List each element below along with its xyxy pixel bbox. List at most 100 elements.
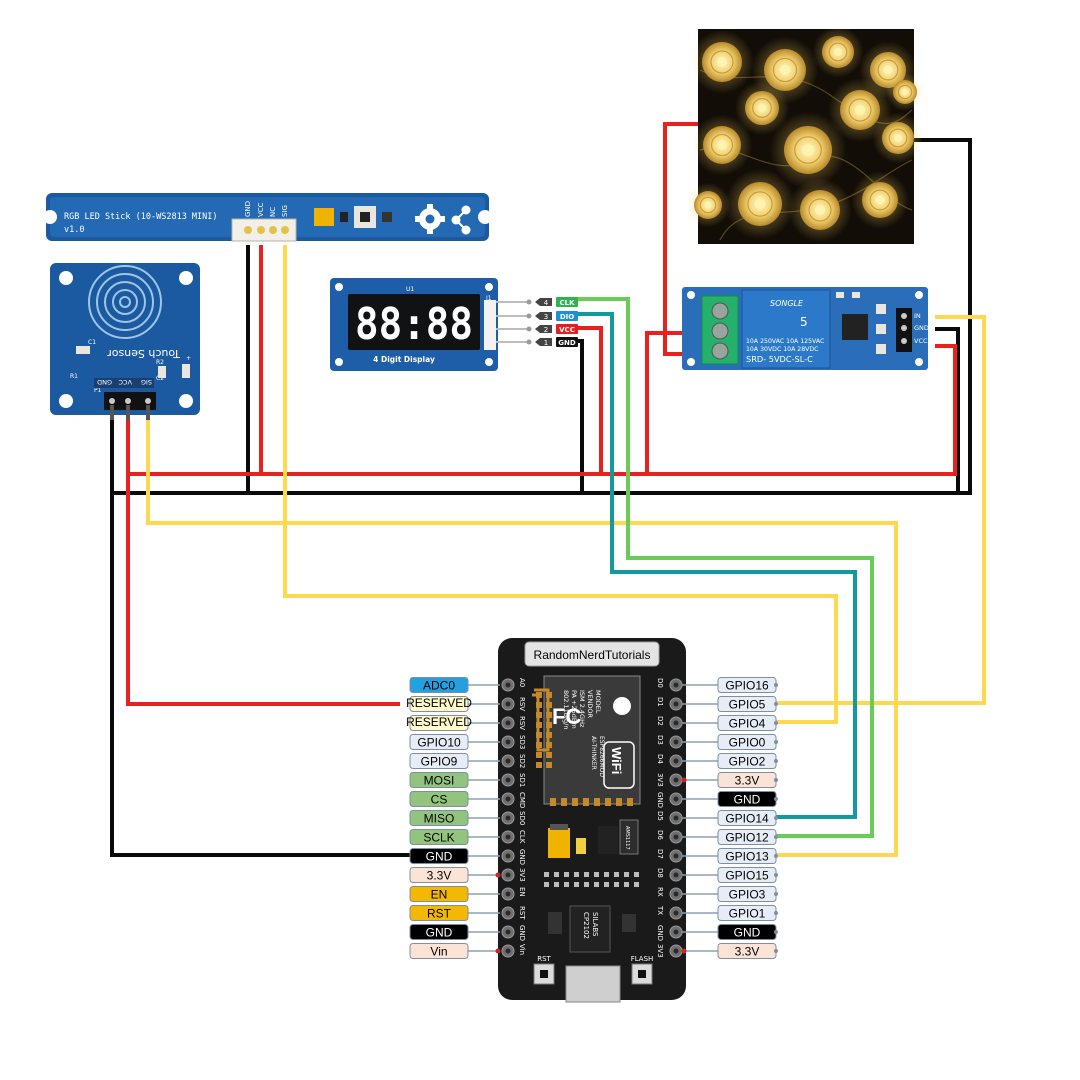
pin-label-gnd: GND [682,791,778,807]
board-silk-right: D0 [656,678,664,688]
pin-label-en: EN [409,886,500,902]
usb-port [565,965,621,1003]
rose-light [769,111,847,189]
pin-label-text: GPIO1 [729,907,766,921]
pin-label-adc0: ADC0 [409,677,500,693]
pin-label-text: Vin [430,945,447,959]
module-vendor-line: AI-THINKER [590,736,597,770]
touch-sensor-mark: C2 [156,375,164,382]
display-caption: 4 Digit Display [373,355,435,364]
led-stick-version: v1.0 [64,225,84,235]
pin-label-text: ADC0 [423,679,455,693]
board-header: RandomNerdTutorials [534,648,651,662]
board-silk-left: CMD [518,792,526,808]
board-silk-left: RSV [518,716,526,730]
pin-label-text: GPIO16 [725,679,769,693]
pin-label-gpio16: GPIO16 [682,677,778,693]
pin-label-text: EN [431,888,448,902]
board-silk-right: D4 [656,754,664,764]
pin-label-text: GND [734,793,761,807]
pin-label-miso: MISO [409,810,500,826]
wire-vcc-display [578,326,603,474]
wire-display-clk-gpio12 [576,297,874,838]
display-pin-name: GND [558,339,576,347]
pin-label-gpio10: GPIO10 [409,734,500,750]
rose-light [734,80,790,136]
touch-sensor-pin-label: GND [97,378,112,386]
fcc-logo: FC [552,704,581,729]
rose-light [691,114,753,176]
gear-icon [415,204,445,234]
chip-label-2: CP2102 [582,912,590,939]
board-silk-left: RST [518,906,526,920]
pin-label-text: SCLK [423,831,454,845]
led-stick-pin-dots [244,226,289,234]
pin-label-sclk: SCLK [409,829,500,845]
module-spec-line: PA +25dBm [570,690,578,729]
module-spec-line: 802.11b/g/n [562,690,570,730]
pin-label-gpio3: GPIO3 [682,886,778,902]
pin-label-text: GND [426,926,453,940]
wire-gnd-touch-to-board [110,413,410,857]
display-pin-number: 1 [544,339,548,347]
relay-module: SONGLE 5 10A 250VAC 10A 125VAC 10A 30VDC… [682,287,929,370]
pin-label-gnd: GND [409,924,500,940]
board-silk-right: TX [656,905,664,915]
pin-label-text: GPIO13 [725,850,769,864]
board-silk-right: D7 [656,849,664,859]
touch-sensor-mark: C1 [88,339,96,346]
pin-label-text: CS [431,793,448,807]
led-stick-pin-label: GND [244,201,252,217]
relay-model: SRD- 5VDC-SL-C [746,354,813,364]
wire-led-sig-gpio4 [283,245,838,724]
pin-label-reserved: RESERVED [406,715,500,731]
pin-label-gpio13: GPIO13 [682,848,778,864]
rst-button-label: RST [537,955,551,963]
display-pin-name: DIO [560,313,574,321]
pin-label-gnd: GND [682,924,778,940]
board-silk-left: SD1 [518,773,526,787]
right-pin-labels: GPIO16GPIO5GPIO4GPIO0GPIO23.3VGNDGPIO14G… [681,677,778,959]
pin-label-vin: Vin [409,943,501,959]
board-silk-left: GND [518,925,526,941]
pin-label-text: RESERVED [406,696,472,710]
rose-light [812,26,864,78]
rose-light [851,171,909,229]
rose-fairy-lights [685,26,925,244]
pin-label-text: RST [427,907,452,921]
display-pin-dio: 3 DIO [496,311,578,321]
pin-label-text: 3.3V [735,945,760,959]
pin-label-gpio0: GPIO0 [682,734,778,750]
wire-display-dio-gpio14 [576,312,857,819]
relay-rating-1: 10A 250VAC 10A 125VAC [746,338,824,345]
display-pin-number: 3 [544,313,548,321]
regulator-label: AMS1117 [624,826,630,850]
board-silk-left: EN [518,887,526,897]
pin-label-text: RESERVED [406,715,472,729]
pin-label-text: GPIO0 [729,736,766,750]
board-silk-left: RSV [518,697,526,711]
board-silk-left: GND [518,849,526,865]
pin-label-text: MISO [424,812,455,826]
board-silk-right: D3 [656,735,664,745]
rose-light [885,72,925,112]
module-vendor-line: ESP8266MOD [598,736,605,777]
touch-sensor-title: Touch Sensor [107,347,181,360]
module-spec-line: ISM 2.4GHz [578,690,586,728]
touch-sensor-mark: R1 [70,373,78,380]
led-stick-title: RGB LED Stick (10-WS2813 MINI) [64,212,218,222]
pin-label-gpio14: GPIO14 [682,810,778,826]
pin-label-text: GPIO3 [729,888,766,902]
rose-light [724,168,796,240]
board-silk-right: GND [656,925,664,941]
touch-sensor-pin-label: SIG [141,378,152,386]
board-silk-right: D5 [656,811,664,821]
display-pin-gnd: 1 GND [496,337,578,347]
pin-label-gpio1: GPIO1 [682,905,778,921]
board-silk-right: D1 [656,697,664,707]
touch-sensor-pin-label: VCC [118,378,132,386]
